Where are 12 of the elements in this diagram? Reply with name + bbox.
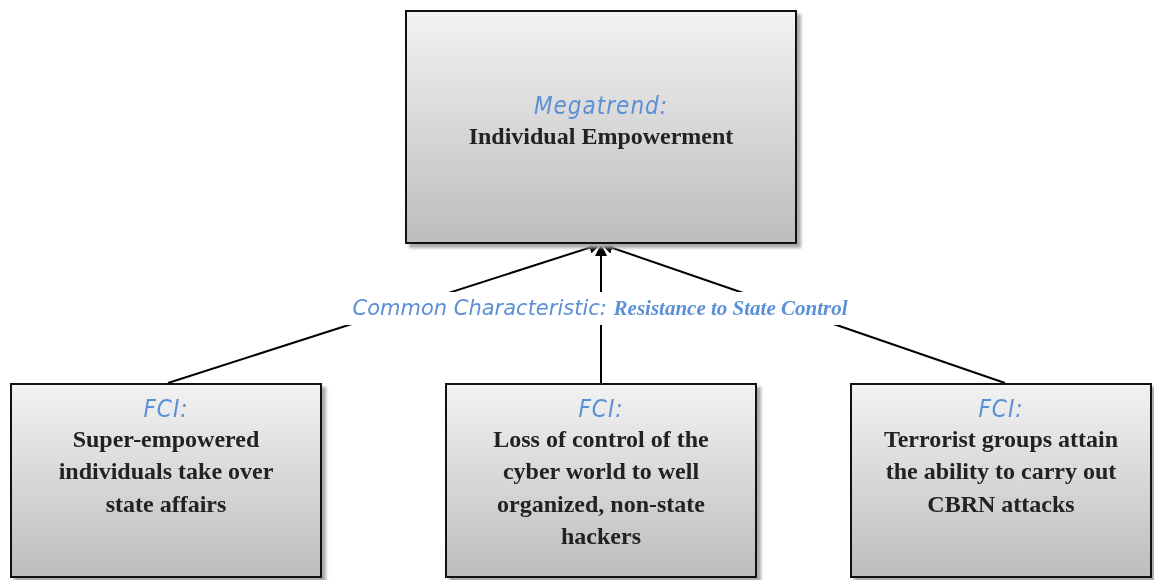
- node-text: Individual Empowerment: [467, 122, 735, 151]
- node-text: Super-empowered individuals take over state affairs: [57, 425, 275, 519]
- text-box: [850, 383, 1152, 578]
- heading: FCI:: [978, 395, 1024, 423]
- heading: FCI:: [143, 395, 189, 423]
- node-text: Loss of control of the cyber world to well organized, non-state hackers: [492, 425, 710, 552]
- text-box: [445, 383, 757, 578]
- text-box: [405, 10, 797, 244]
- node-text: Terrorist groups attain the ability to carry out CBRN attacks: [882, 425, 1120, 519]
- text-box: [10, 383, 322, 578]
- heading: FCI:: [578, 395, 624, 423]
- heading: Megatrend:: [533, 92, 669, 120]
